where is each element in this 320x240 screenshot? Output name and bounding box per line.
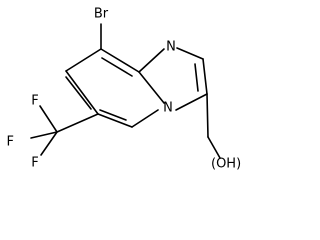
hydroxyl-label: (OH) — [211, 157, 241, 172]
molecule-diagram: Br N N F F F (OH) — [7, 7, 242, 172]
bond-c2-c3 — [202, 58, 208, 95]
fluorine-label-1: F — [31, 94, 38, 109]
double-bond-c5-c6 — [99, 109, 127, 121]
bond-ch2-oh — [207, 136, 221, 159]
bond-cf3-f2 — [30, 131, 58, 139]
imidazole-nitrogen-label: N — [166, 40, 176, 55]
bond-cf3-f1 — [39, 105, 58, 133]
bond-c8a-n1 — [138, 48, 165, 73]
bridgehead-nitrogen-label: N — [163, 101, 173, 116]
bond-cf3-f3 — [40, 131, 58, 156]
bond-c6-cf3 — [56, 113, 99, 133]
bond-c7-c8 — [65, 48, 102, 72]
bond-c6-c7 — [65, 70, 99, 115]
double-bond-c2-c3 — [194, 63, 199, 92]
bond-n1-c2 — [176, 47, 204, 60]
double-bond-c8-c8a — [101, 57, 133, 77]
bond-c5-c6 — [97, 113, 133, 128]
fluorine-label-3: F — [31, 156, 38, 171]
structure-canvas: Br N N F F F (OH) — [6, 6, 242, 172]
bromine-label: Br — [94, 7, 109, 22]
double-bond-c6-c7 — [65, 76, 92, 110]
bond-n4-c8a — [138, 71, 165, 104]
bond-c3-n4 — [175, 93, 208, 111]
bond-c3-ch2 — [206, 93, 209, 138]
bond-c8-c8a — [100, 48, 140, 73]
bond-n4-c5 — [131, 109, 159, 128]
fluorine-label-2: F — [7, 135, 14, 150]
